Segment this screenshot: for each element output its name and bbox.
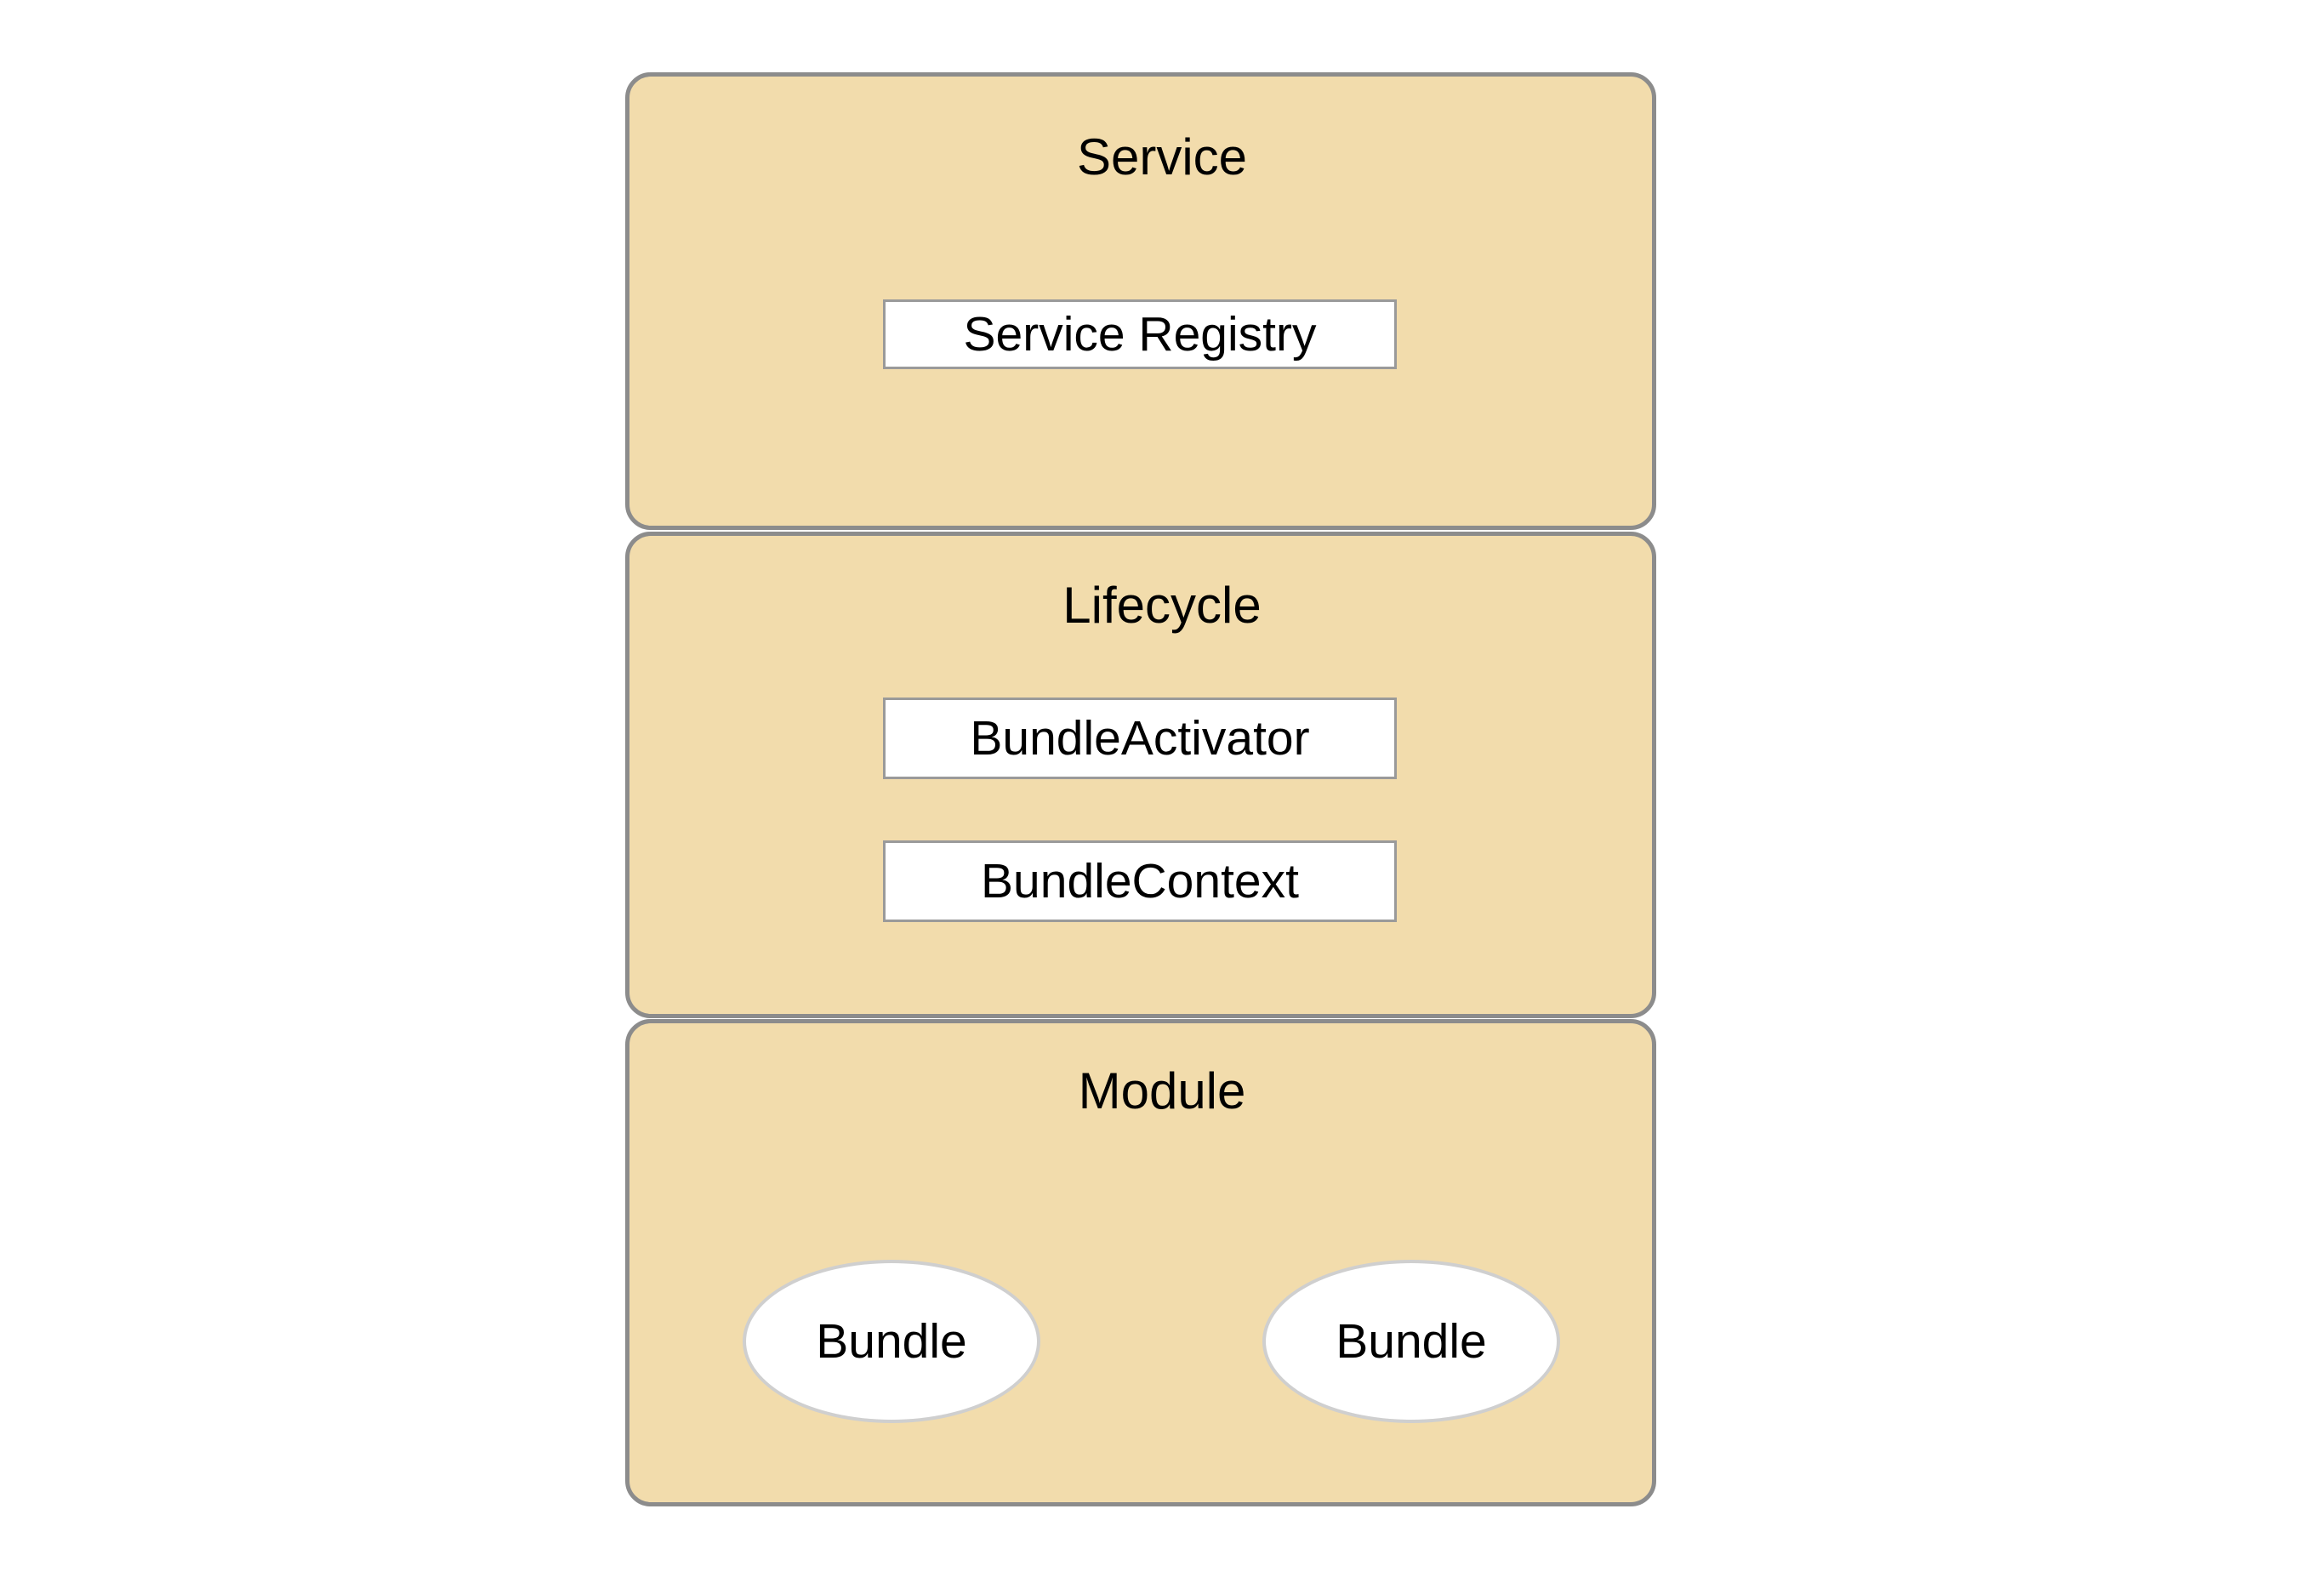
component-label-service-registry: Service Registry: [963, 306, 1317, 362]
component-label-bundle-context: BundleContext: [981, 853, 1299, 908]
layer-panel-module[interactable]: [625, 1019, 1656, 1506]
component-bundle-context[interactable]: BundleContext: [883, 840, 1397, 922]
layer-title-module: Module: [1078, 1062, 1246, 1119]
component-bundle-right[interactable]: Bundle: [1262, 1260, 1560, 1423]
layer-title-service: Service: [1076, 128, 1248, 185]
component-label-bundle-left: Bundle: [816, 1313, 967, 1369]
layer-title-lifecycle: Lifecycle: [1062, 577, 1262, 634]
component-label-bundle-right: Bundle: [1336, 1313, 1487, 1369]
component-bundle-left[interactable]: Bundle: [743, 1260, 1040, 1423]
component-bundle-activator[interactable]: BundleActivator: [883, 698, 1397, 779]
component-label-bundle-activator: BundleActivator: [970, 710, 1310, 766]
component-service-registry[interactable]: Service Registry: [883, 299, 1397, 369]
